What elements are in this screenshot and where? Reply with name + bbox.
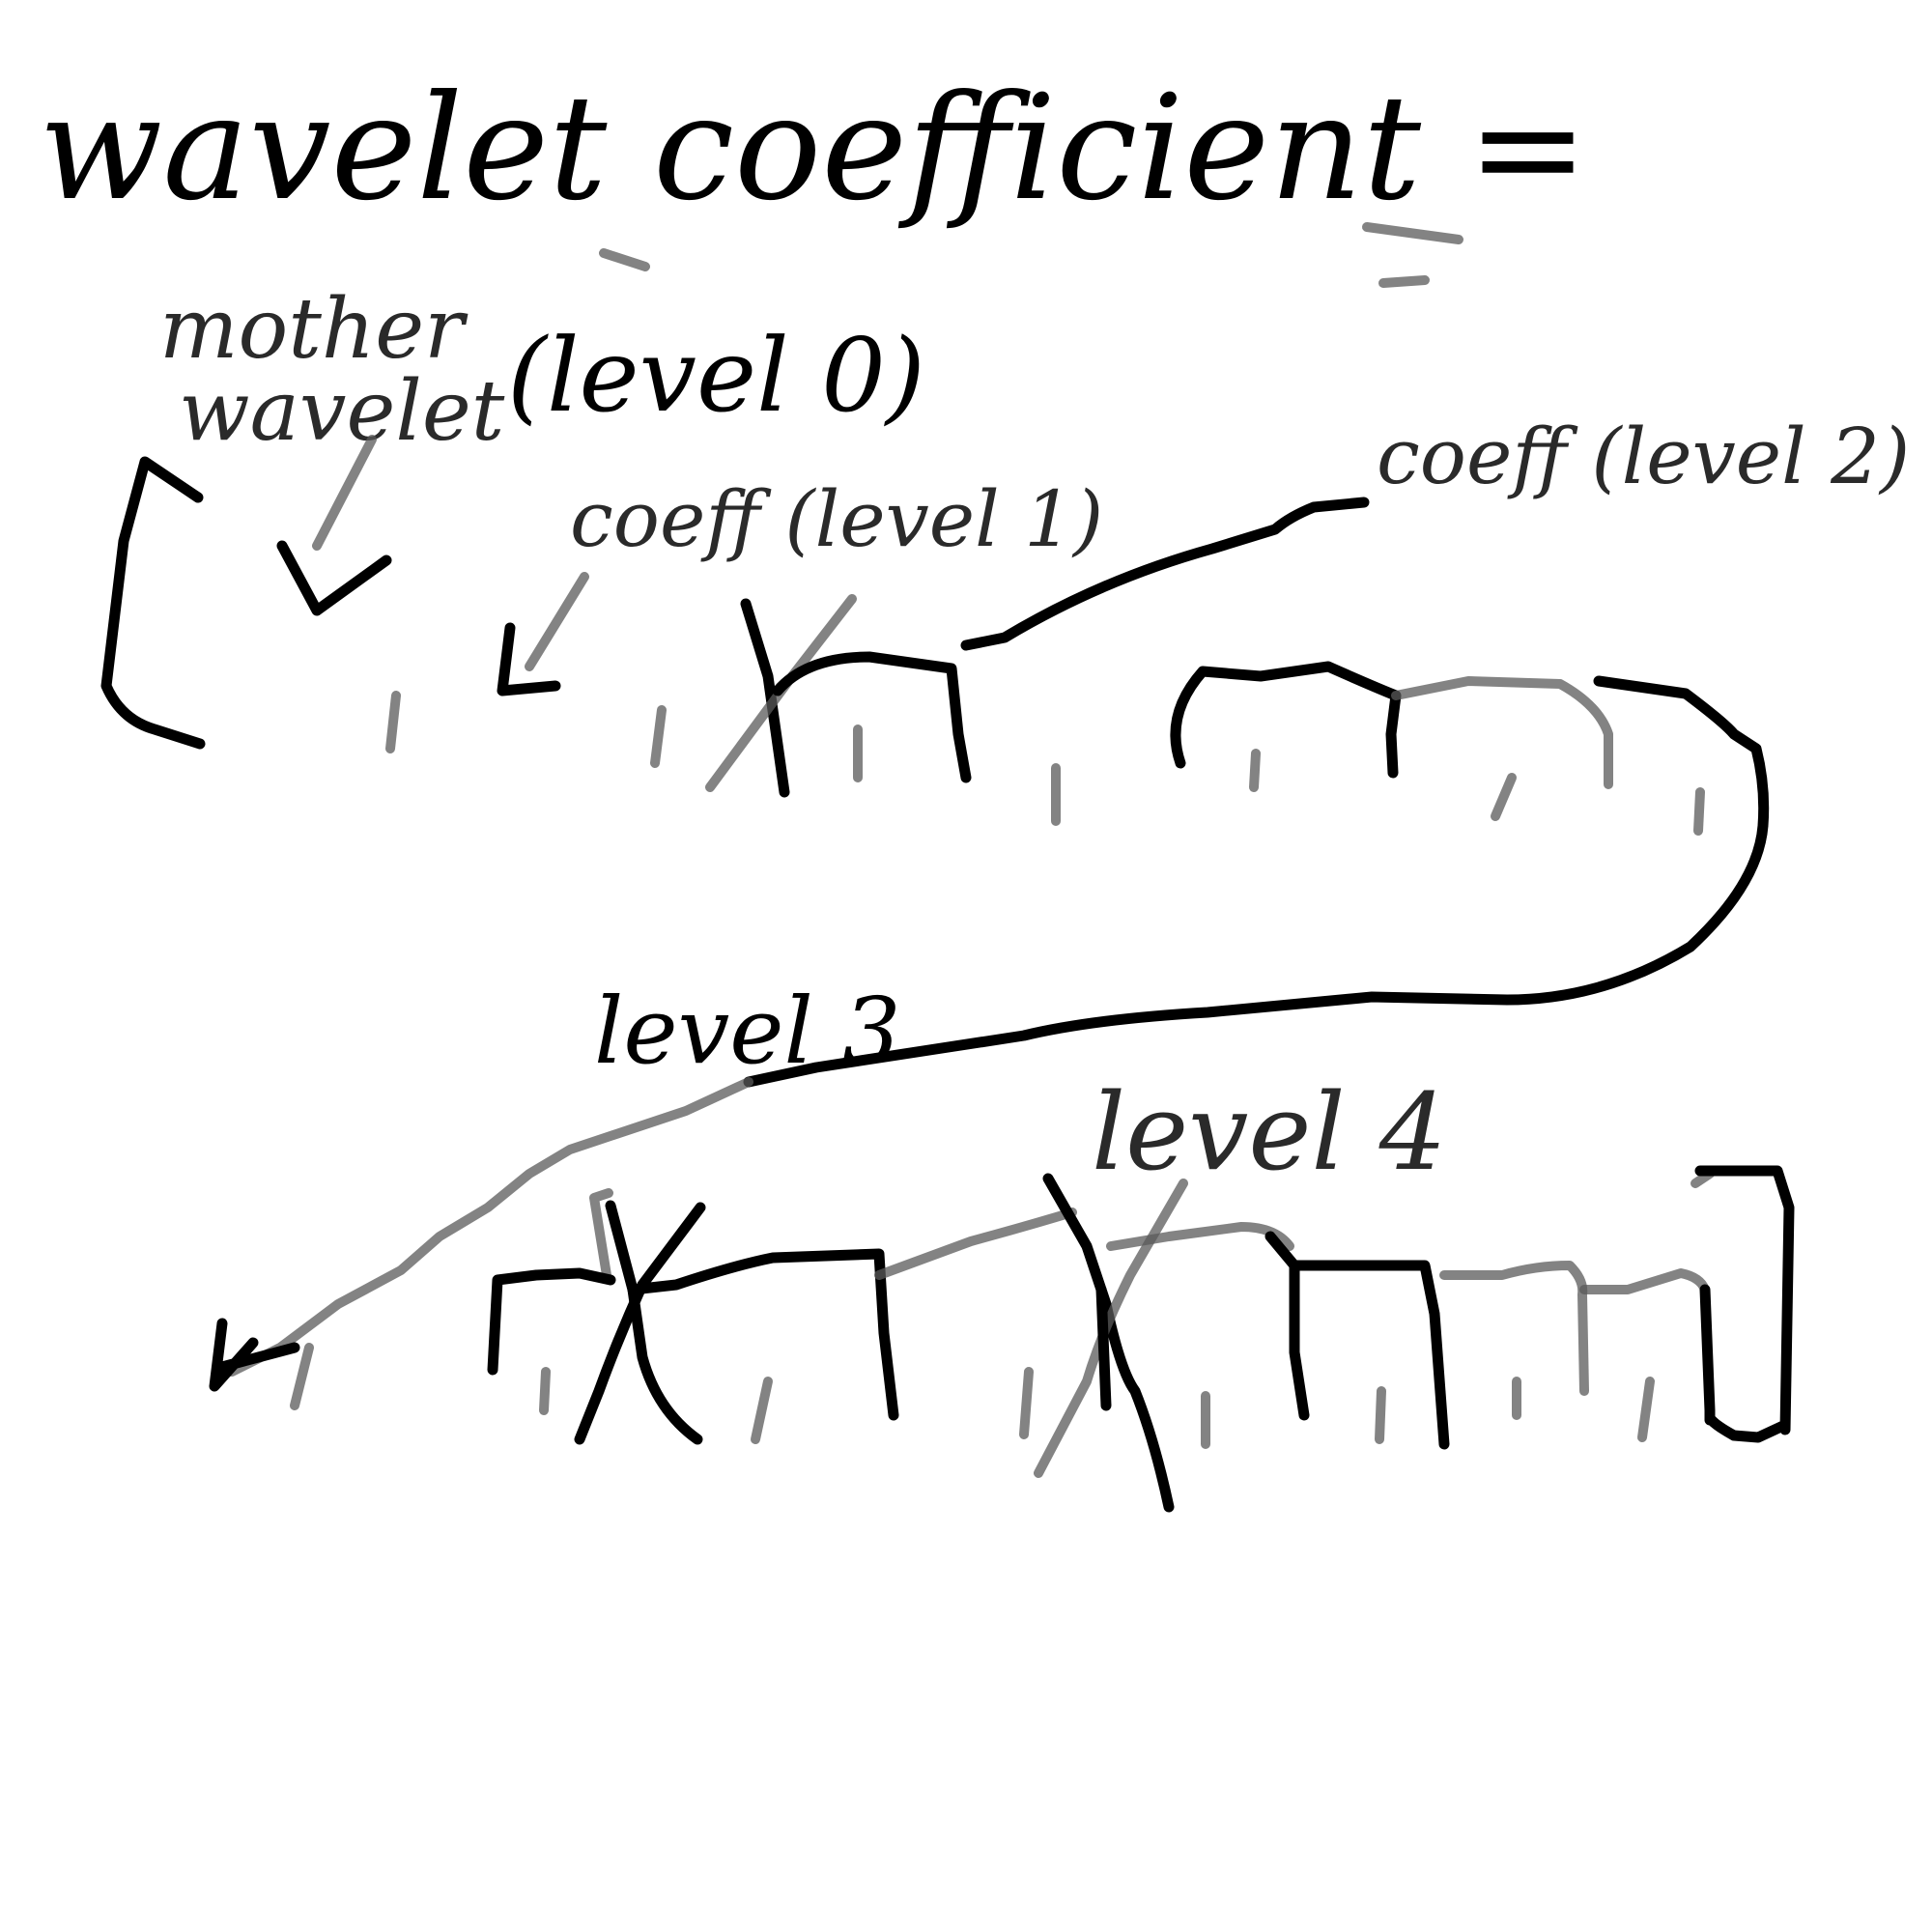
level3-arc-1 [1170,661,1402,779]
l4-box-4 [1264,1231,1310,1421]
level4-connector [227,1077,753,1377]
title-text: wavelet coefficient = [39,65,1588,233]
l4-cross-2c [1095,1284,1112,1411]
l4-arc-6 [1439,1261,1589,1396]
l4-tick-c [751,1377,773,1444]
mother-arrow-shaft [312,435,377,551]
level4-arrow-head [209,1318,300,1392]
l4-box-7 [1699,1284,1716,1426]
l4-arc-7 [1579,1268,1710,1294]
l4-tick-b [539,1367,551,1415]
title-equals-bottom [1378,275,1430,288]
cross-stroke-1 [740,598,790,798]
level1-arrow-head [497,622,561,696]
l4-arc-3 [874,1208,1077,1280]
tick-l1-b [650,705,667,768]
level3-arc-2 [1391,676,1613,789]
l4-box-left [487,1267,616,1376]
l4-tick-f [1375,1386,1386,1444]
l4-tick-mark-1 [589,1188,613,1280]
left-bracket [100,456,206,750]
l4-cross-2b [1034,1179,1188,1478]
tick-l1-a [385,691,401,753]
level4-label: level 4 [1092,1070,1447,1194]
title-equals-top [1362,222,1463,244]
level3-label: level 3 [594,979,901,1085]
tick-l3-b [1491,773,1517,821]
l4-box-5 [1289,1260,1450,1450]
l4-tick-d [1019,1367,1034,1439]
level3-connector [743,675,1770,1088]
level0-label: (level 0) [507,317,925,435]
l4-tick-h [1637,1377,1655,1442]
mother-label: mother [159,281,469,378]
l4-cross-1a [605,1200,703,1445]
title-underline-ghost [599,248,650,271]
level1-label: coeff (level 1) [570,474,1103,564]
tick-l3-a [1249,749,1261,792]
l4-box-2 [627,1248,899,1421]
level2-arc [772,651,972,783]
l4-arc-4 [1106,1222,1294,1251]
wavelet-label: wavelet [179,363,505,460]
mother-arrow-head [276,540,392,616]
tick-l3-c [1693,787,1705,836]
level1-arrow-shaft [525,572,589,671]
level2-label: coeff (level 2) [1377,412,1910,501]
level2-connector [960,497,1370,651]
right-bracket [1694,1165,1795,1443]
tick-l4-a [290,1343,314,1410]
